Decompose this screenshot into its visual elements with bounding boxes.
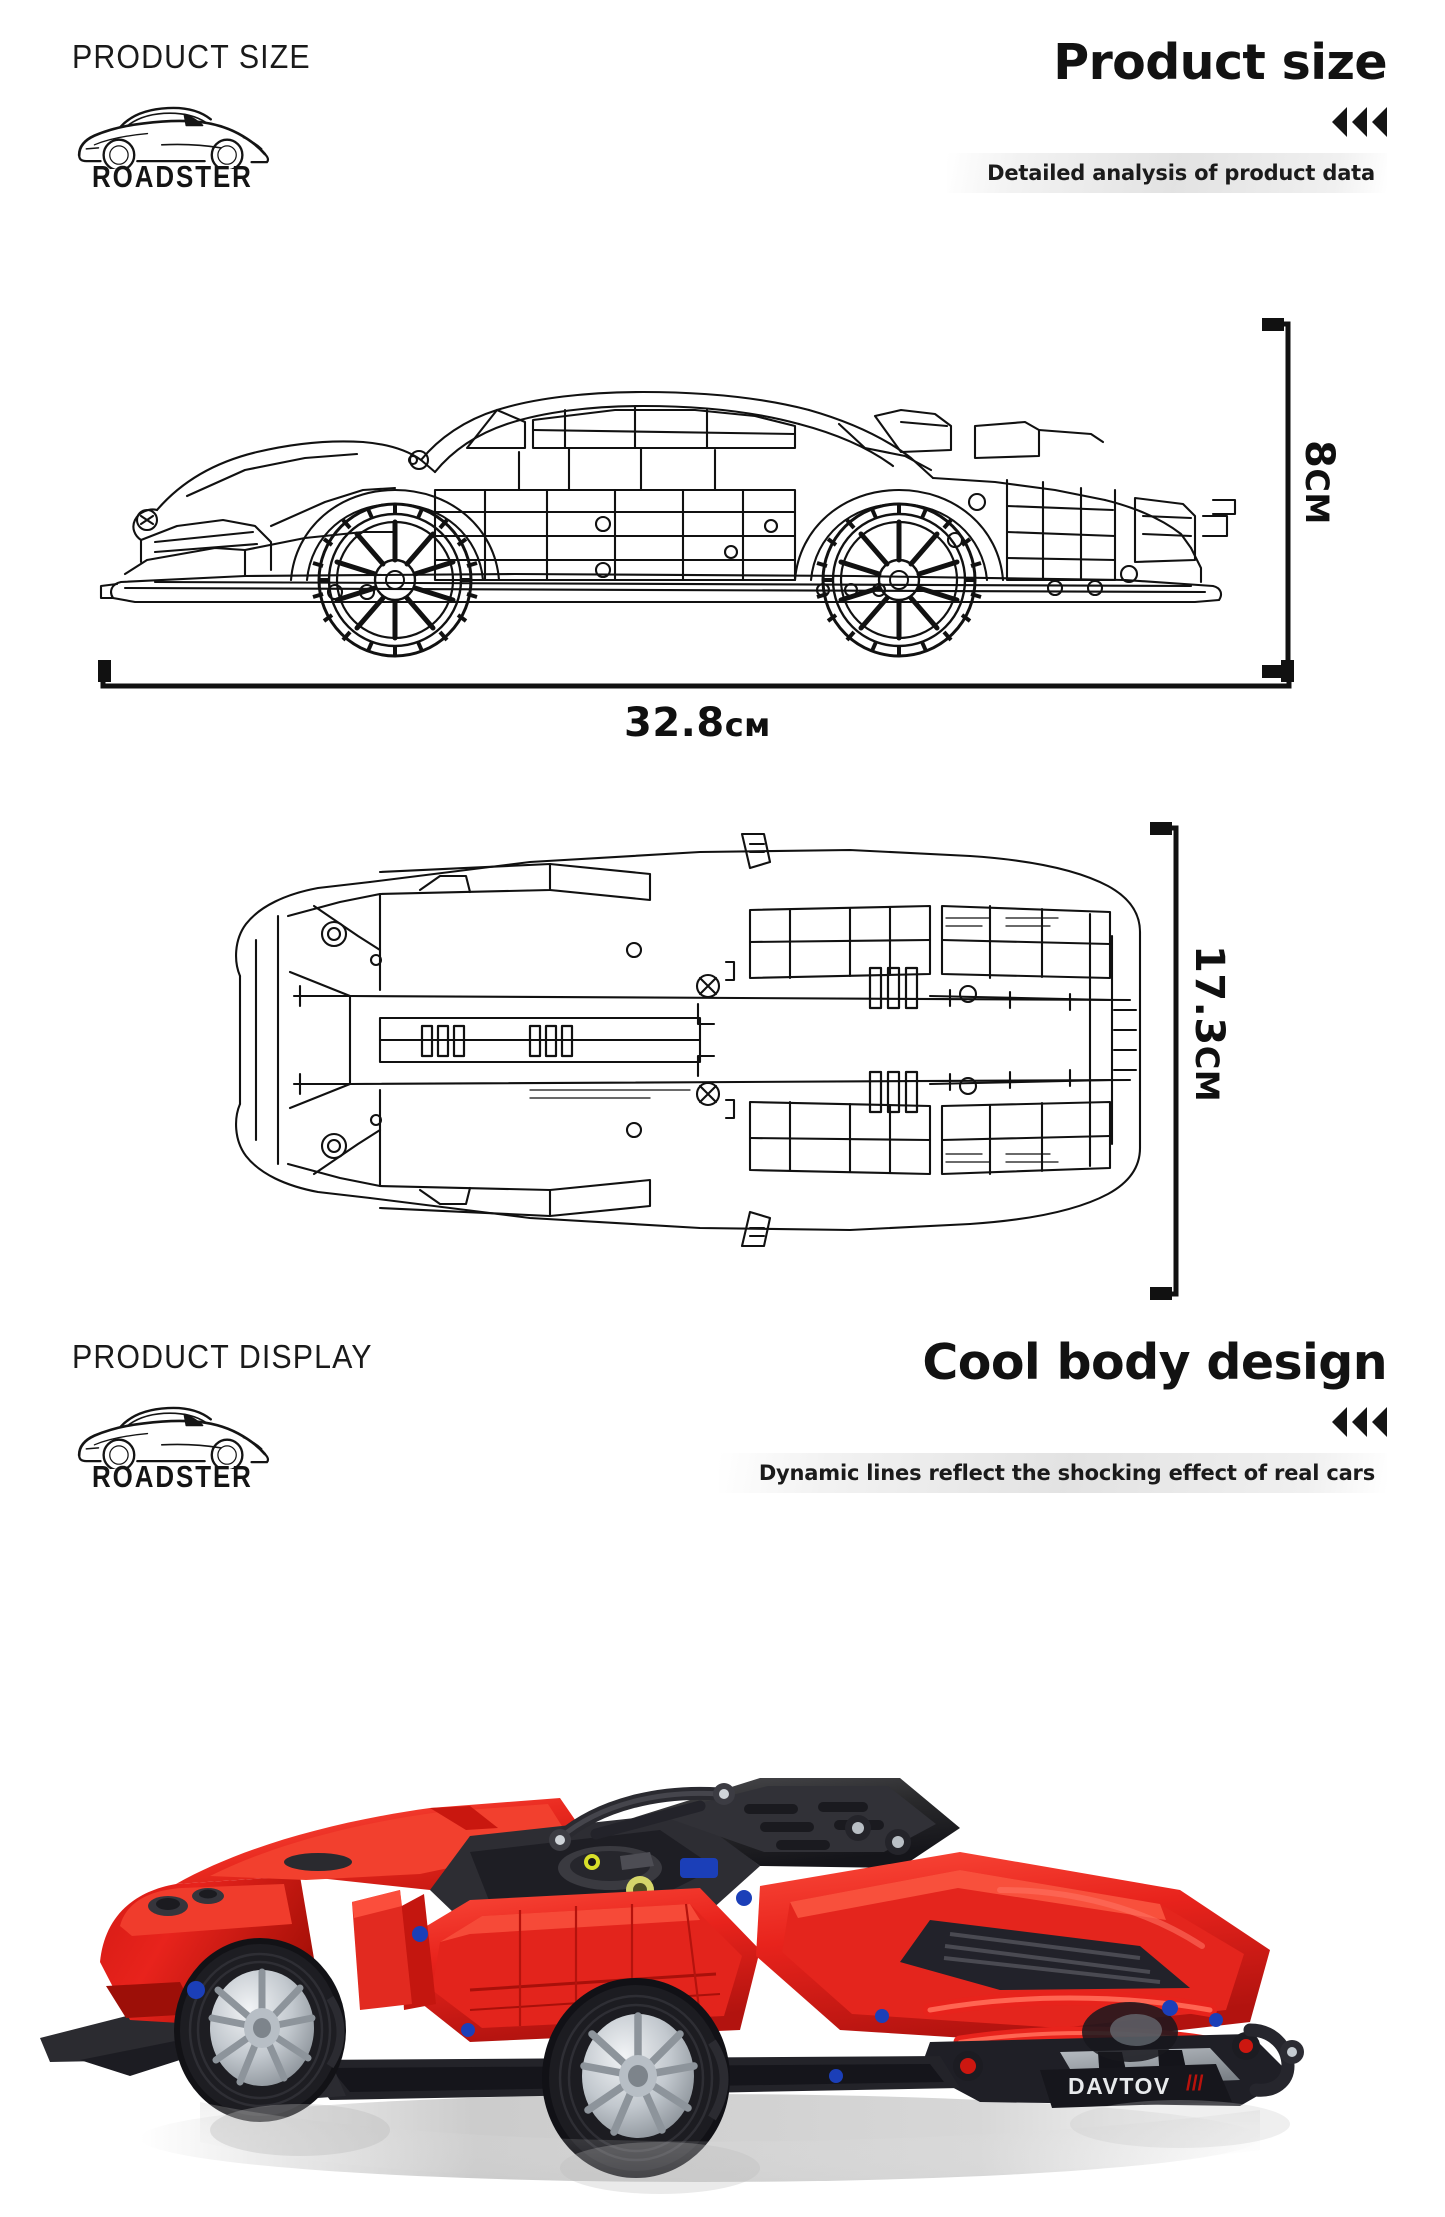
svg-text:///: /// <box>1186 2072 1204 2095</box>
section-2-right: Cool body design Dynamic lines reflect t… <box>718 1334 1388 1493</box>
front-wheel-photo <box>174 1938 346 2122</box>
section-1-subtitle-band: Detailed analysis of product data <box>947 152 1387 193</box>
height-dimension-label: 8CM <box>1296 440 1342 525</box>
rear-wheel-lineart <box>816 502 982 658</box>
length-unit: см <box>724 706 771 744</box>
top-view-blueprint <box>230 790 1150 1290</box>
side-view-blueprint <box>95 330 1245 660</box>
section-2-title: Cool body design <box>922 1334 1387 1391</box>
width-dimension-bracket <box>1150 822 1180 1300</box>
sportscar-sketch-icon <box>77 106 270 172</box>
section-1-subtitle: Detailed analysis of product data <box>987 160 1375 185</box>
section-2-subtitle-band: Dynamic lines reflect the shocking effec… <box>718 1452 1387 1493</box>
section-header-product-display: PRODUCT DISPLAY <box>0 1334 1445 1538</box>
width-value: 17.3 <box>1186 945 1232 1046</box>
chevron-left-icon <box>1332 1406 1347 1437</box>
section-1-left: PRODUCT SIZE <box>72 38 502 196</box>
section-1-title: Product size <box>1053 34 1387 91</box>
chevron-left-icon <box>1372 1406 1387 1437</box>
section-1-caption: PRODUCT SIZE <box>72 38 311 75</box>
front-wheel-lineart <box>312 502 478 658</box>
brand-logo-wordmark: ROADSTER <box>92 1460 253 1494</box>
section-2-left: PRODUCT DISPLAY <box>72 1338 502 1496</box>
section-2-caption: PRODUCT DISPLAY <box>72 1338 373 1375</box>
brand-logo-wordmark: ROADSTER <box>92 160 253 194</box>
chevron-left-icon <box>1372 106 1387 137</box>
chevron-left-icon <box>1352 106 1367 137</box>
height-dimension-bracket <box>1262 318 1292 678</box>
width-unit: CM <box>1188 1045 1226 1103</box>
section-1-right: Product size Detailed analysis of produc… <box>947 34 1388 193</box>
height-value: 8 <box>1296 440 1342 469</box>
section-1-chevrons <box>947 105 1387 139</box>
section-2-subtitle: Dynamic lines reflect the shocking effec… <box>758 1460 1375 1485</box>
brand-logo-secondary: ROADSTER <box>72 1404 272 1496</box>
length-value: 32.8 <box>624 700 725 746</box>
section-2-chevrons <box>719 1405 1387 1439</box>
chevron-left-icon <box>1352 1406 1367 1437</box>
brand-logo: ROADSTER <box>72 104 272 196</box>
section-header-product-size: PRODUCT SIZE <box>0 34 1445 238</box>
rear-decal-text: DAVTOV <box>1068 2073 1171 2099</box>
length-dimension-bracket <box>98 660 1294 690</box>
sportscar-sketch-icon <box>77 1406 270 1472</box>
length-dimension-label: 32.8см <box>624 700 771 746</box>
height-unit: CM <box>1298 468 1336 525</box>
chevron-left-icon <box>1332 106 1347 137</box>
product-photo: DAVTOV /// <box>0 1590 1445 2217</box>
rear-wheel-photo <box>542 1978 730 2178</box>
width-dimension-label: 17.3CM <box>1186 945 1232 1102</box>
